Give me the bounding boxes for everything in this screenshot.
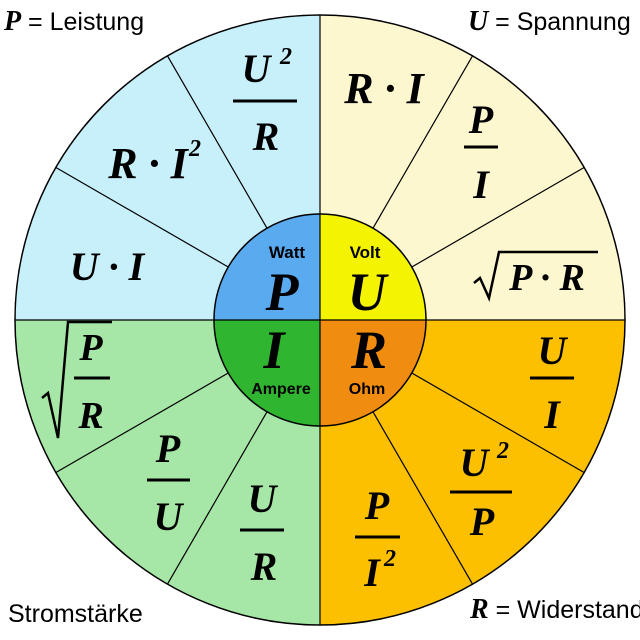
- formula-u-r-i: R · I: [343, 64, 425, 113]
- spoke-line: [411, 166, 585, 268]
- svg-text:R: R: [250, 544, 278, 589]
- center-symbol-p: P: [265, 262, 300, 322]
- formula-r-u2-over-p: U 2 P: [450, 438, 512, 544]
- svg-text:P: P: [364, 483, 390, 528]
- quadrant-i: [15, 320, 320, 625]
- quadrant-p: [15, 15, 320, 320]
- formula-p-u2-over-r: U 2 R: [233, 44, 297, 159]
- legend-power: P = Leistung: [4, 8, 144, 36]
- legend-power-text: = Leistung: [21, 8, 145, 36]
- svg-text:U: U: [538, 328, 569, 373]
- svg-text:2: 2: [188, 136, 201, 162]
- unit-ohm: Ohm: [349, 381, 385, 398]
- svg-text:R · I: R · I: [107, 139, 189, 188]
- svg-text:R: R: [77, 395, 103, 437]
- svg-text:2: 2: [383, 546, 396, 572]
- legend-resistance-symbol: R: [470, 594, 489, 625]
- svg-text:R · I: R · I: [343, 64, 425, 113]
- spoke-line: [411, 372, 585, 474]
- unit-volt: Volt: [350, 243, 381, 262]
- center-quarter-i: [214, 320, 320, 426]
- formula-i-u-over-r: U R: [240, 476, 284, 589]
- spoke-line: [372, 411, 474, 585]
- spoke-line: [55, 372, 229, 474]
- svg-text:R: R: [252, 114, 280, 159]
- svg-text:U: U: [242, 46, 273, 91]
- formula-p-r-i2: R · I 2: [107, 136, 201, 188]
- center-symbol-i: I: [262, 320, 286, 380]
- center-symbol-u: U: [348, 262, 390, 322]
- formula-r-u-over-i: U I: [530, 328, 574, 437]
- legend-current-text: Stromstärke: [8, 600, 143, 628]
- spoke-line: [55, 166, 229, 268]
- legend-resistance: R = Widerstand: [470, 596, 640, 624]
- legend-voltage: U = Spannung: [468, 8, 631, 36]
- formula-p-u-i: U · I: [70, 244, 146, 289]
- formula-r-p-over-i2: P I 2: [355, 483, 400, 595]
- svg-text:2: 2: [496, 438, 509, 464]
- quadrant-u: [320, 15, 625, 320]
- svg-text:P: P: [155, 426, 181, 471]
- formula-u-p-over-i: P I: [464, 97, 498, 207]
- legend-current: Stromstärke: [8, 600, 143, 628]
- legend-voltage-text: = Spannung: [488, 8, 631, 36]
- spoke-line: [372, 55, 474, 229]
- svg-text:U: U: [248, 476, 279, 521]
- svg-text:U: U: [460, 440, 491, 485]
- spoke-line: [166, 55, 268, 229]
- quadrant-r: [320, 320, 625, 625]
- formula-i-sqrt-p-over-r: P R: [41, 320, 112, 439]
- svg-text:I: I: [543, 392, 561, 437]
- svg-text:P: P: [78, 327, 103, 369]
- svg-text:I: I: [363, 550, 381, 595]
- formula-i-p-over-u: P U: [147, 426, 190, 539]
- svg-text:I: I: [472, 162, 490, 207]
- outer-circle: [14, 14, 626, 626]
- center-symbol-r: R: [350, 320, 387, 380]
- legend-power-symbol: P: [4, 6, 22, 37]
- svg-text:P: P: [469, 499, 495, 544]
- spoke-line: [166, 411, 268, 585]
- spoke-lines: [15, 15, 625, 625]
- unit-watt: Watt: [269, 243, 306, 262]
- center-quarter-r: [320, 320, 426, 426]
- unit-ampere: Ampere: [251, 381, 311, 398]
- center-quarter-p: [214, 214, 320, 320]
- svg-text:2: 2: [279, 44, 292, 70]
- formula-u-sqrt-p-r: P · R: [473, 250, 598, 302]
- center-quarter-u: [320, 214, 426, 320]
- legend-voltage-symbol: U: [468, 6, 489, 37]
- svg-text:U: U: [154, 494, 185, 539]
- svg-text:P: P: [468, 97, 494, 142]
- svg-text:P · R: P · R: [508, 257, 585, 299]
- legend-resistance-text: = Widerstand: [488, 596, 640, 624]
- svg-text:U · I: U · I: [70, 244, 146, 289]
